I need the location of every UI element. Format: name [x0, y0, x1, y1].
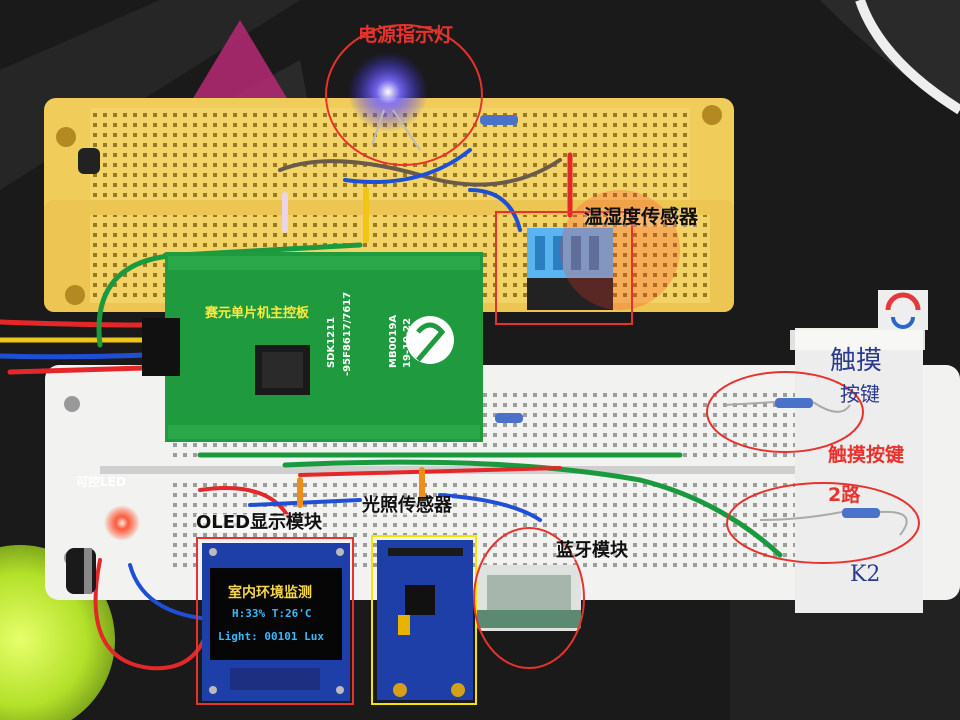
touch-keys-label: 触摸按键: [828, 444, 905, 466]
handwriting-touch: 触摸: [830, 346, 883, 376]
handwriting-k2: K2: [850, 562, 881, 587]
oled-humidity-temp: H:33% T:26'C: [232, 607, 312, 620]
resistors: [480, 115, 908, 536]
bluetooth-module-label: 蓝牙模块: [556, 540, 628, 561]
power-indicator-led: [348, 52, 428, 132]
logo-icon: [878, 290, 928, 330]
light-sensor-module: [377, 540, 473, 700]
handwriting-key: 按键: [840, 382, 880, 406]
bluetooth-module-shape: [477, 565, 581, 631]
note-paper: [790, 328, 925, 613]
oled-module: [202, 543, 350, 701]
controllable-led: [104, 505, 140, 541]
temp-humidity-sensor-module: [527, 190, 680, 310]
highlight-annotations: [85, 24, 920, 705]
oled-module-label: OLED显示模块: [196, 512, 323, 533]
light-sensor-label: 光照传感器: [362, 495, 452, 516]
main-board-label: 赛元单片机主控板: [205, 306, 310, 321]
chip-text-2: -95F8617/7617: [342, 291, 353, 376]
oled-title: 室内环境监测: [228, 585, 312, 601]
chip-text-1: SDK1211: [326, 316, 337, 368]
capacitor: [66, 548, 96, 594]
temp-humidity-sensor-label: 温湿度传感器: [584, 206, 699, 228]
transistor: [78, 148, 100, 174]
controllable-led-label: 可控LED: [76, 475, 126, 489]
board-id-2: 19-10-22: [402, 317, 413, 368]
oled-light: Light: 00101 Lux: [218, 630, 324, 643]
board-id-1: MB0019A: [388, 314, 399, 368]
two-way-label: 2路: [828, 484, 861, 506]
pin-connector: [142, 318, 180, 376]
power-indicator-label: 电源指示灯: [358, 24, 454, 46]
main-control-board: [165, 252, 483, 442]
